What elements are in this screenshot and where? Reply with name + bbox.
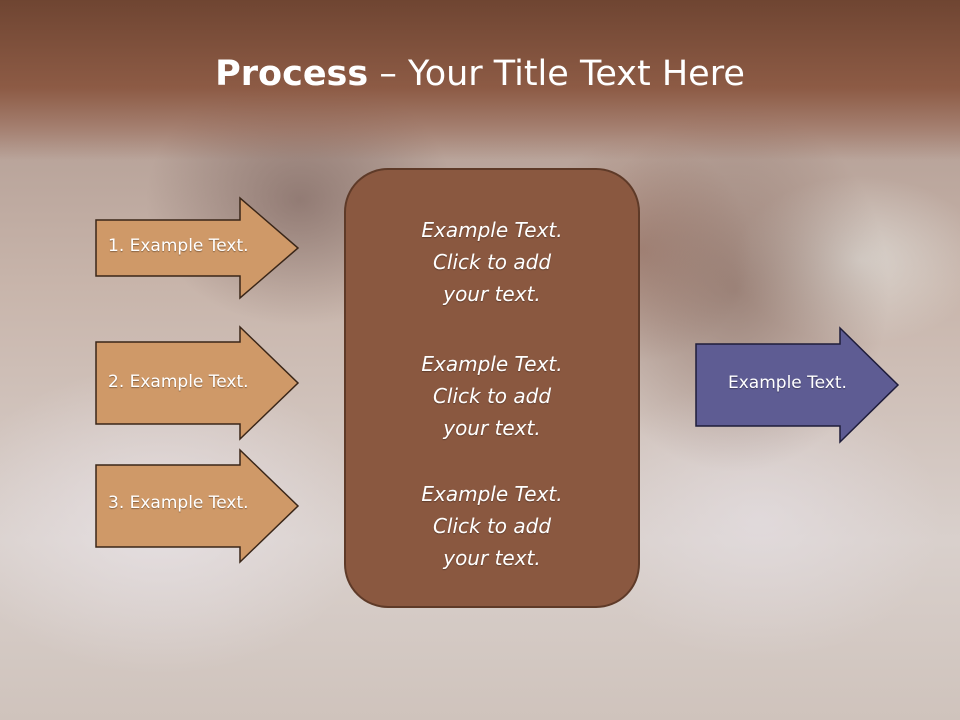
arrow-label: 2. Example Text. <box>108 372 249 392</box>
arrow-shape <box>95 325 300 441</box>
title-rest: – Your Title Text Here <box>368 54 745 94</box>
arrow-label: Example Text. <box>728 373 847 393</box>
center-text-box[interactable]: Example Text. Click to add your text. Ex… <box>344 168 640 608</box>
title-bold: Process <box>215 54 369 94</box>
text-block-1: Example Text. Click to add your text. <box>421 218 563 306</box>
text-block-3: Example Text. Click to add your text. <box>421 482 563 570</box>
arrow-shape <box>695 326 900 444</box>
arrow-shape <box>95 196 300 300</box>
left-arrow-3[interactable]: 3. Example Text. <box>95 448 300 564</box>
arrow-label: 3. Example Text. <box>108 493 249 513</box>
text-block-2: Example Text. Click to add your text. <box>421 352 563 440</box>
slide-title[interactable]: Process – Your Title Text Here <box>0 52 960 96</box>
arrow-shape <box>95 448 300 564</box>
right-arrow[interactable]: Example Text. <box>695 326 900 444</box>
title-bar <box>0 0 960 160</box>
arrow-label: 1. Example Text. <box>108 236 249 256</box>
left-arrow-2[interactable]: 2. Example Text. <box>95 325 300 441</box>
left-arrow-1[interactable]: 1. Example Text. <box>95 196 300 300</box>
